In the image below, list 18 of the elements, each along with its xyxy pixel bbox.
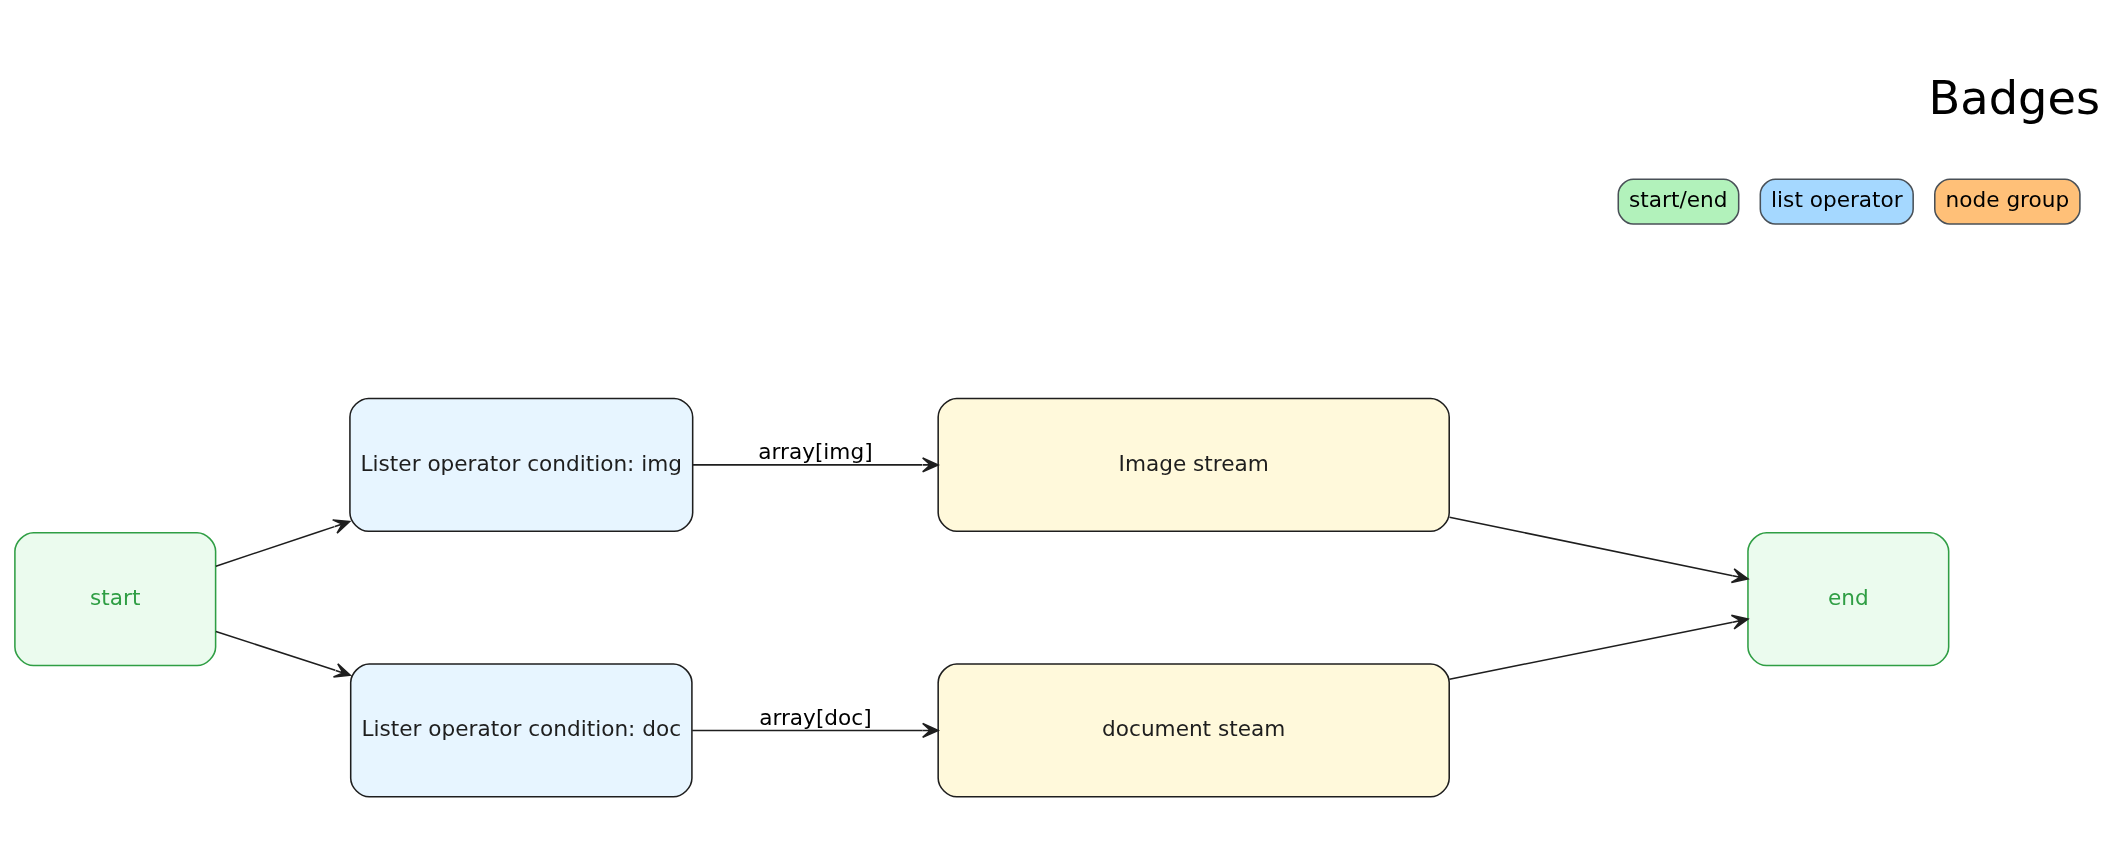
legend-label: list operator	[1771, 187, 1903, 213]
node-box: Lister operator condition: img	[349, 397, 694, 533]
node-box: end	[1747, 532, 1950, 667]
arrow	[691, 722, 939, 739]
arrow	[1448, 516, 1749, 584]
legend-label: start/end	[1629, 187, 1728, 213]
edge-label: array[doc]	[759, 704, 872, 730]
arrow	[215, 630, 352, 678]
edge-label: array[img]	[758, 439, 873, 465]
node-box: start	[14, 532, 217, 667]
arrow	[692, 457, 939, 473]
diagram-title: Badges	[1928, 71, 2101, 126]
node-box: Lister operator condition: doc	[349, 663, 693, 798]
legend-label: node group	[1945, 187, 2070, 213]
arrow	[215, 519, 351, 567]
node-box: document steam	[937, 663, 1450, 798]
node-box: Image stream	[937, 397, 1450, 533]
arrow	[1448, 614, 1749, 680]
